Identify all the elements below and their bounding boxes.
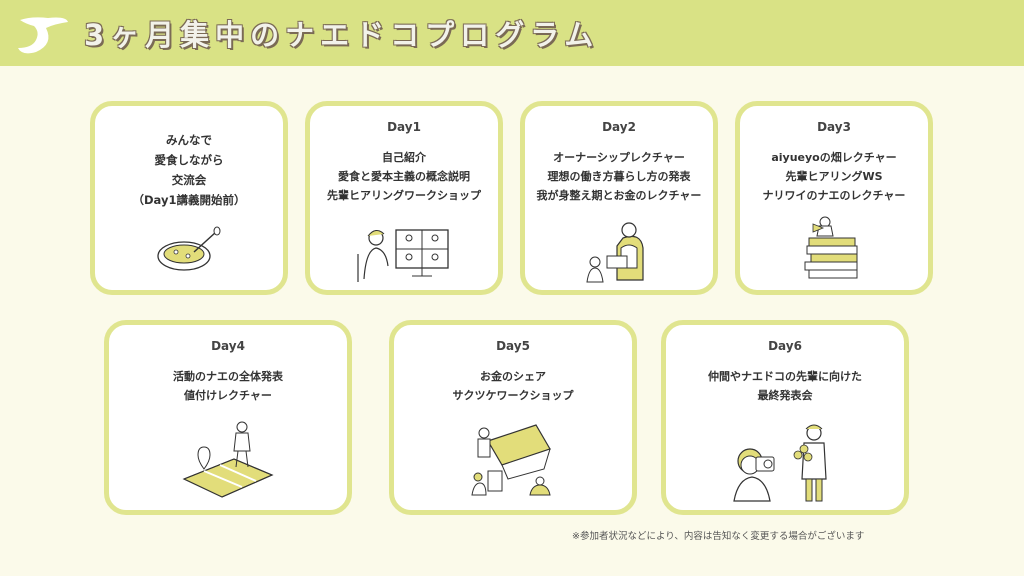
card-line: サクツケワークショップ	[452, 389, 574, 402]
card-day3: Day3 aiyueyoの畑レクチャー 先輩ヒアリングWS ナリワイのナエのレク…	[735, 101, 933, 295]
card-lines: お金のシェア サクツケワークショップ	[394, 367, 632, 405]
card-line: ナリワイのナエのレクチャー	[762, 189, 906, 202]
card-line: 最終発表会	[757, 389, 813, 402]
card-day-label: Day5	[496, 339, 530, 353]
card-line: 活動のナエの全体発表	[173, 370, 283, 383]
card-line: 理想の働き方暮らし方の発表	[547, 170, 691, 183]
card-day4: Day4 活動のナエの全体発表 値付けレクチャー	[104, 320, 352, 515]
card-line: aiyueyoの畑レクチャー	[771, 151, 897, 164]
card-day-label: Day6	[768, 339, 802, 353]
card-day1: Day1 自己紹介 愛食と愛本主義の概念説明 先輩ヒアリングワークショップ	[305, 101, 503, 295]
leaf-logo-icon	[18, 17, 68, 54]
card-social-meal: みんなで 愛食しながら 交流会 （Day1講義開始前）	[90, 101, 288, 295]
card-line: 我が身整え期とお金のレクチャー	[536, 189, 702, 202]
camera-and-bouquet-icon	[733, 424, 827, 502]
curry-plate-icon	[157, 226, 221, 271]
card-line: 愛食しながら	[154, 153, 224, 167]
laptop-parent-child-icon	[586, 222, 644, 283]
header-bar: 3ヶ月集中のナエドコプログラム	[0, 0, 1024, 66]
card-day-label: Day4	[211, 339, 245, 353]
card-lines: 仲間やナエドコの先輩に向けた 最終発表会	[666, 367, 904, 405]
card-line: （Day1講義開始前）	[132, 193, 246, 207]
book-stack-reader-icon	[804, 216, 858, 279]
card-line: 自己紹介	[382, 151, 426, 164]
card-day-label: Day1	[387, 120, 421, 134]
page-title: 3ヶ月集中のナエドコプログラム	[84, 18, 600, 52]
card-line: 値付けレクチャー	[184, 389, 272, 402]
card-lines: 活動のナエの全体発表 値付けレクチャー	[109, 367, 347, 405]
card-line: 愛食と愛本主義の概念説明	[338, 170, 470, 183]
map-person-icon	[182, 421, 274, 498]
card-lines: みんなで 愛食しながら 交流会 （Day1講義開始前）	[95, 130, 283, 210]
card-day5: Day5 お金のシェア サクツケワークショップ	[389, 320, 637, 515]
card-line: みんなで	[166, 133, 212, 147]
card-day-label: Day3	[817, 120, 851, 134]
card-day2: Day2 オーナーシップレクチャー 理想の働き方暮らし方の発表 我が身整え期とお…	[520, 101, 718, 295]
footnote: ※参加者状況などにより、内容は告知なく変更する場合がございます	[572, 531, 865, 542]
video-call-person-icon	[357, 229, 449, 282]
card-lines: 自己紹介 愛食と愛本主義の概念説明 先輩ヒアリングワークショップ	[310, 148, 498, 205]
card-day-label: Day2	[602, 120, 636, 134]
card-day6: Day6 仲間やナエドコの先輩に向けた 最終発表会	[661, 320, 909, 515]
card-line: オーナーシップレクチャー	[553, 151, 685, 164]
card-line: 先輩ヒアリングWS	[785, 170, 883, 183]
card-line: 先輩ヒアリングワークショップ	[327, 189, 481, 202]
card-lines: オーナーシップレクチャー 理想の働き方暮らし方の発表 我が身整え期とお金のレクチ…	[525, 148, 713, 205]
card-lines: aiyueyoの畑レクチャー 先輩ヒアリングWS ナリワイのナエのレクチャー	[740, 148, 928, 205]
card-line: 交流会	[171, 173, 207, 187]
card-line: お金のシェア	[480, 370, 546, 383]
team-workshop-icon	[471, 424, 551, 496]
card-line: 仲間やナエドコの先輩に向けた	[708, 370, 862, 383]
